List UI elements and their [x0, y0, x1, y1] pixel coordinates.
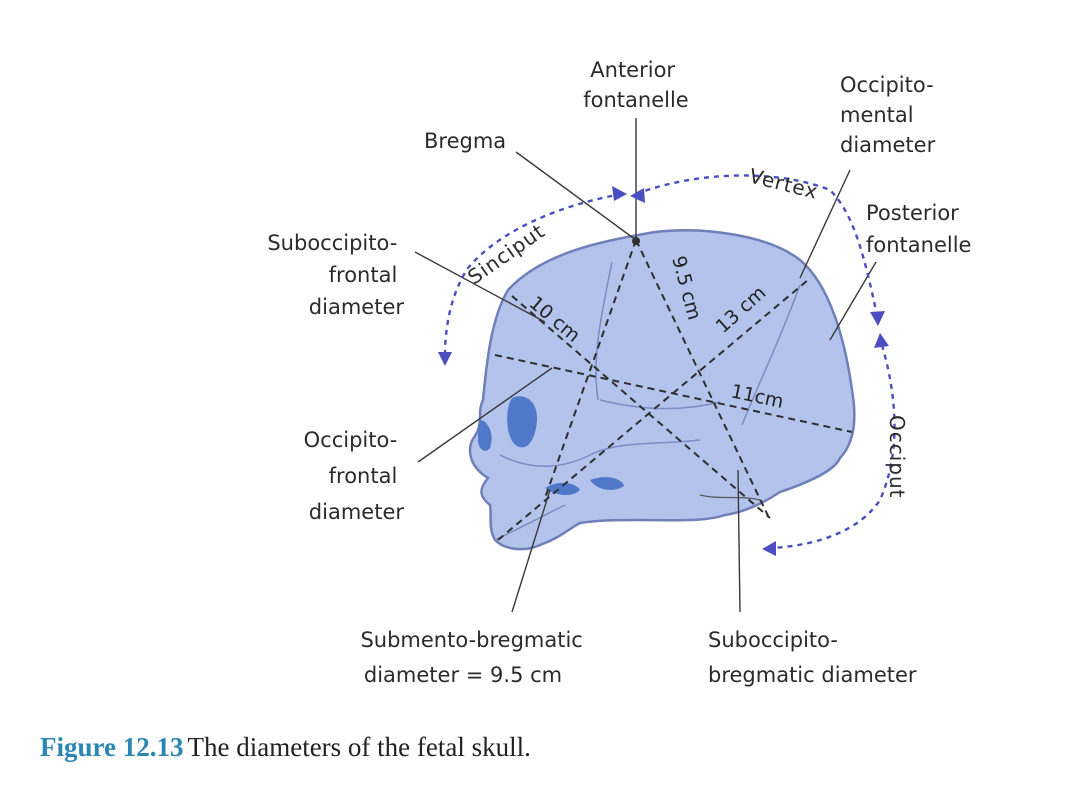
- occiput-arrow-head-bottom: [762, 541, 776, 556]
- occipito-frontal-line-2: frontal: [329, 464, 398, 488]
- submento-bregmatic-line-2: diameter = 9.5 cm: [364, 663, 562, 687]
- suboccipito-bregmatic-line-2: bregmatic diameter: [708, 663, 917, 687]
- posterior-fontanelle-leader: [830, 262, 876, 340]
- suboccipito-frontal-label: Suboccipito- frontal diameter: [267, 231, 404, 319]
- occipito-frontal-line-1: Occipito-: [304, 428, 398, 452]
- occipito-frontal-label: Occipito- frontal diameter: [304, 428, 405, 524]
- occipito-mental-line-2: mental: [840, 103, 914, 127]
- occipito-frontal-line-3: diameter: [309, 500, 405, 524]
- anterior-fontanelle-label: Anterior fontanelle: [583, 58, 688, 112]
- vertex-arrow-head-left: [630, 188, 645, 203]
- occipito-mental-line-3: diameter: [840, 133, 936, 157]
- posterior-fontanelle-label: Posterior fontanelle: [866, 201, 971, 257]
- suboccipito-bregmatic-line-1: Suboccipito-: [708, 628, 838, 652]
- figure-number: Figure 12.13: [40, 732, 184, 762]
- suboccipito-frontal-line-1: Suboccipito-: [267, 231, 397, 255]
- occiput-label: Occiput: [885, 415, 909, 499]
- vertex-arrow-head-right: [870, 311, 885, 326]
- bregma-label: Bregma: [424, 129, 506, 153]
- suboccipito-frontal-line-3: diameter: [309, 295, 405, 319]
- posterior-fontanelle-line-2: fontanelle: [866, 233, 971, 257]
- caption-text: The diameters of the fetal skull.: [188, 732, 531, 762]
- suboccipito-frontal-line-2: frontal: [329, 263, 398, 287]
- submento-bregmatic-label: Submento-bregmatic diameter = 9.5 cm: [360, 628, 589, 687]
- occiput-arrow-head-top: [874, 333, 889, 348]
- occipito-mental-line-1: Occipito-: [840, 73, 934, 97]
- vertex-label: Vertex: [747, 164, 821, 204]
- occipito-mental-label: Occipito- mental diameter: [840, 73, 940, 157]
- suboccipito-bregmatic-label: Suboccipito- bregmatic diameter: [708, 628, 917, 687]
- skull-outline: [470, 230, 854, 549]
- anterior-fontanelle-line-1: Anterior: [590, 58, 675, 82]
- fetal-skull-diagram: Sinciput Vertex Occiput 10 cm 9.5 cm 13 …: [0, 0, 1080, 720]
- anterior-fontanelle-line-2: fontanelle: [583, 88, 688, 112]
- posterior-fontanelle-line-1: Posterior: [866, 201, 959, 225]
- sinciput-arrow-head-top: [612, 186, 627, 201]
- sinciput-arrow-head-bottom: [438, 352, 452, 366]
- skull-illustration: [470, 230, 854, 549]
- submento-bregmatic-line-1: Submento-bregmatic: [360, 628, 582, 652]
